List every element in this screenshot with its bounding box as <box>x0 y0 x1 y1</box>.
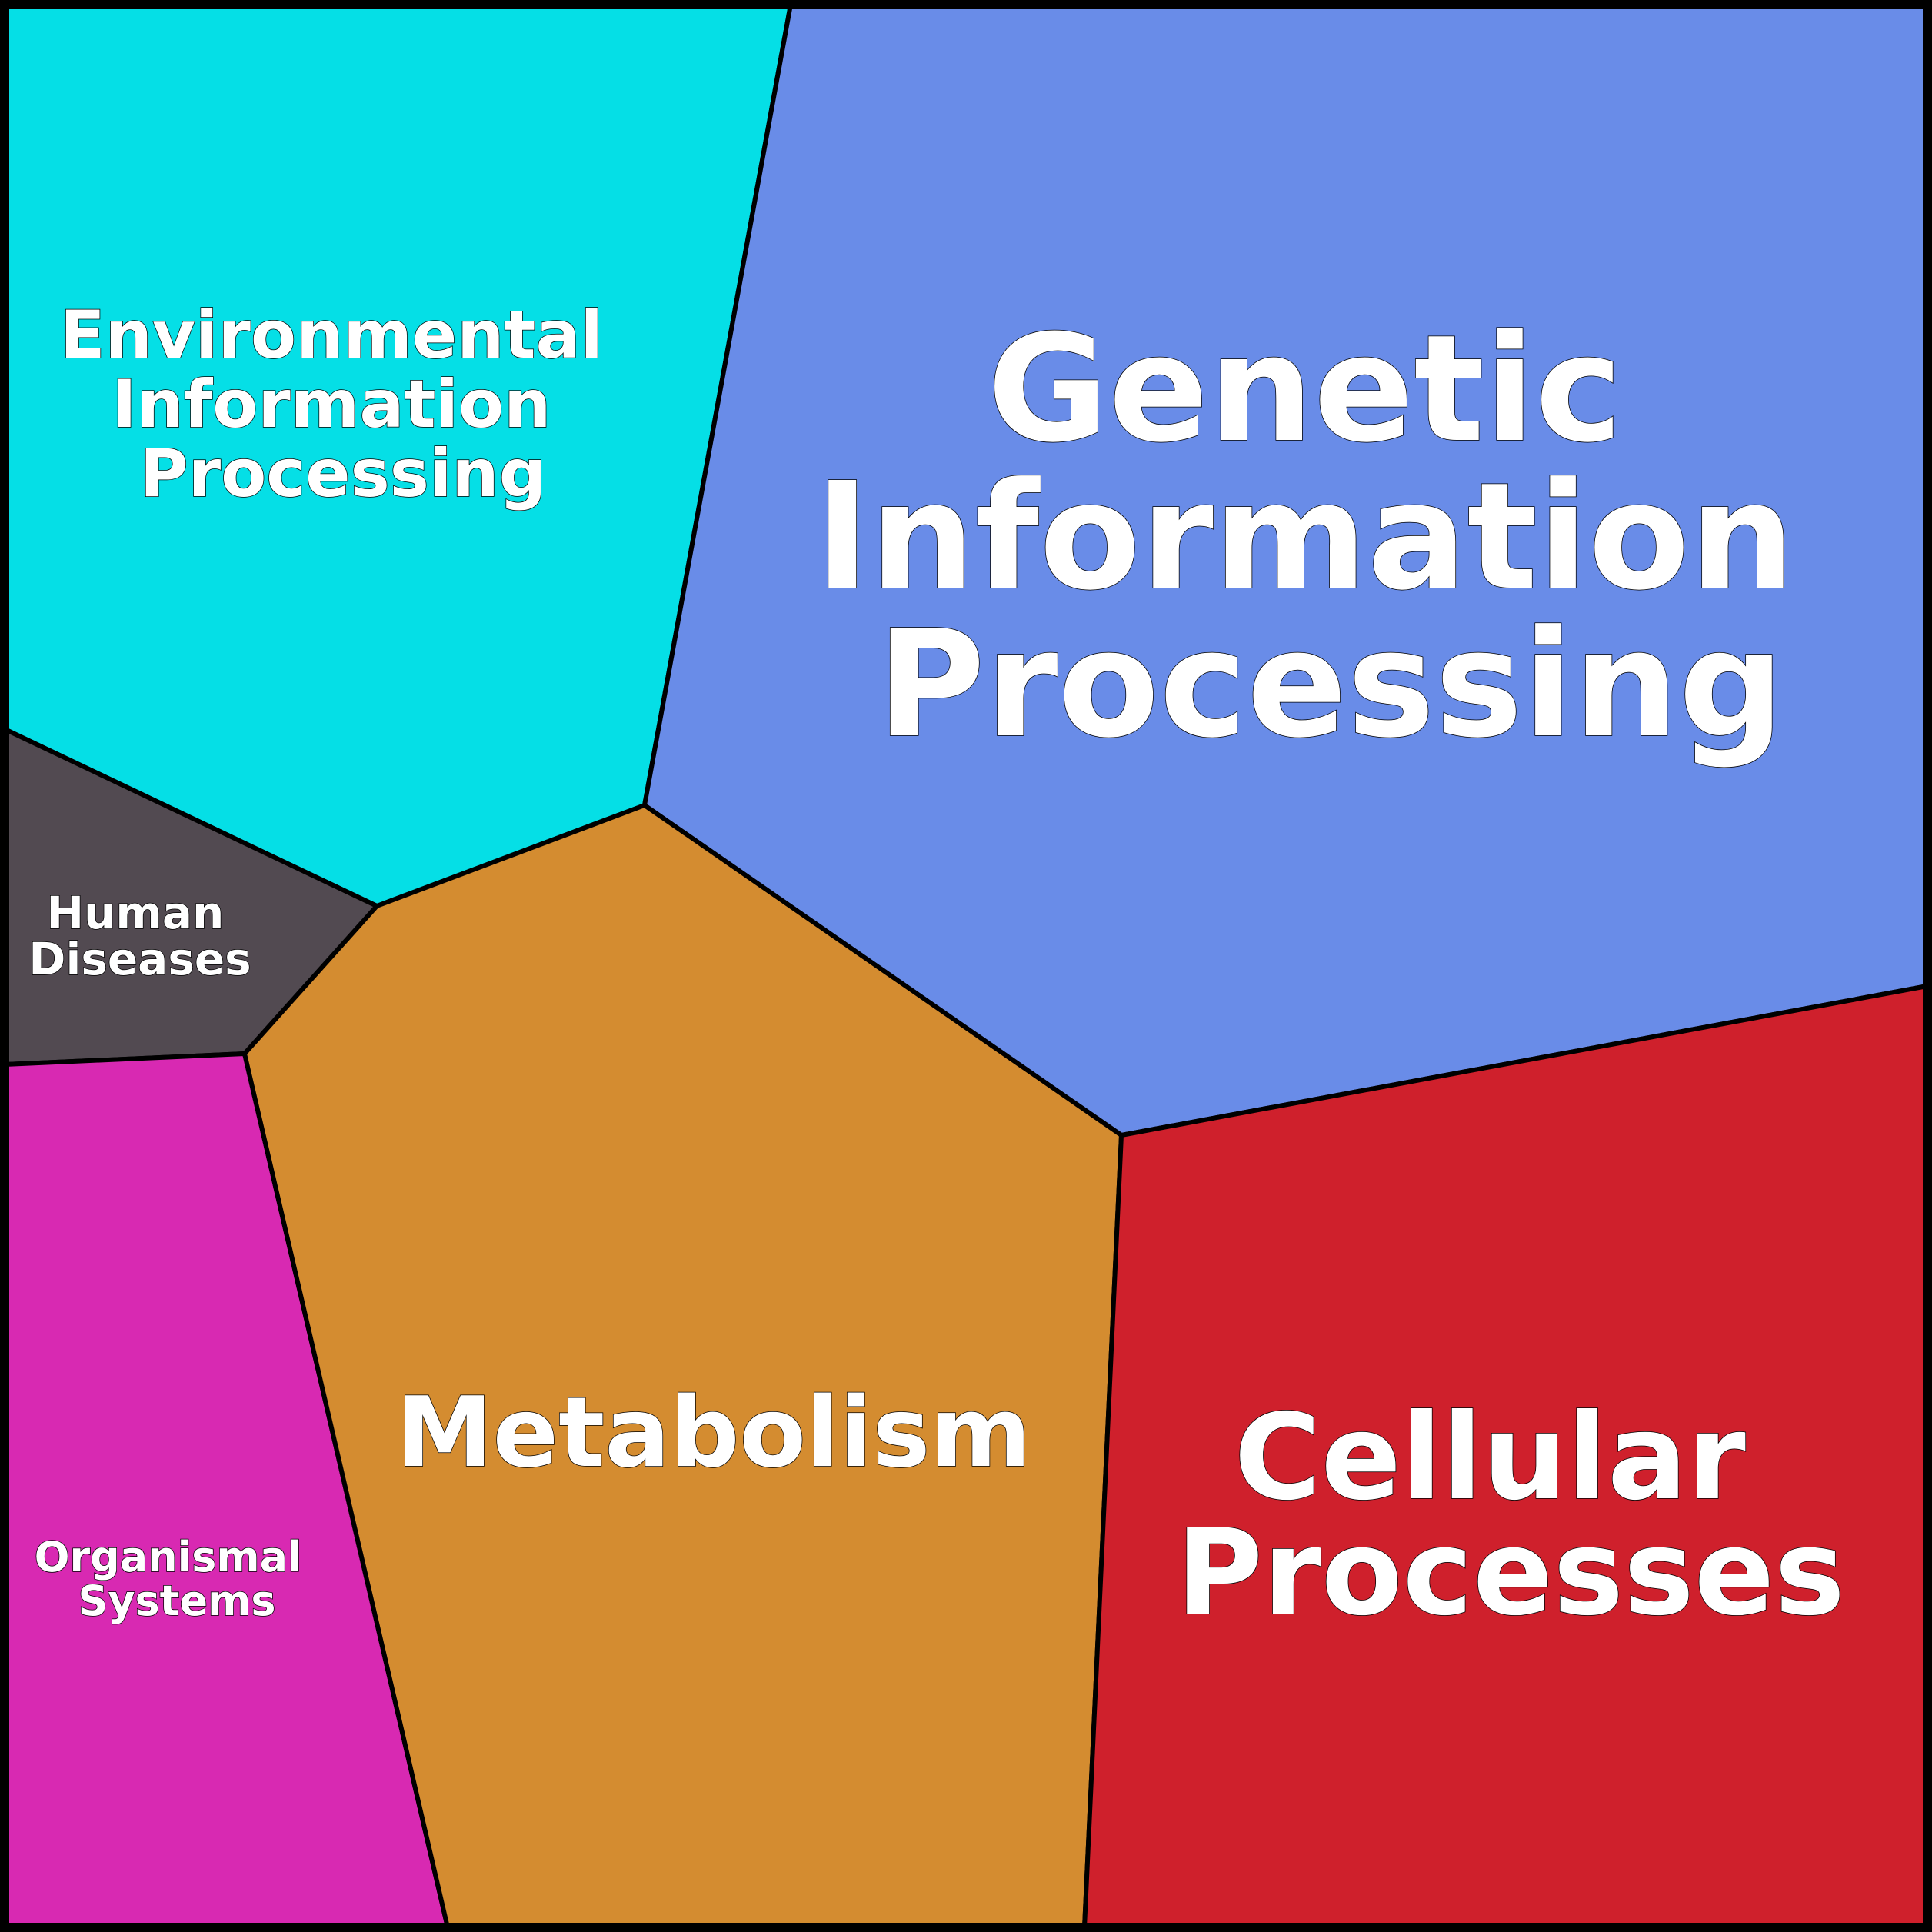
region-cellular-label: Cellular Processes <box>1176 1389 1845 1642</box>
region-cellular-label-line-2: Processes <box>1176 1504 1845 1642</box>
region-cellular-processes: Cellular Processes <box>1082 984 1930 1930</box>
region-cellular-label-line-1: Cellular <box>1234 1389 1746 1527</box>
region-human-label-line-1: Human <box>47 887 225 939</box>
region-genetic-label-line-3: Processing <box>877 599 1784 771</box>
region-metabolism-label: Metabolism <box>396 1376 1031 1489</box>
region-organismal-systems: Organismal Systems <box>2 1051 450 1930</box>
region-metabolism: Metabolism <box>242 803 1124 1930</box>
region-organismal-label-line-2: Systems <box>78 1577 275 1625</box>
region-environmental-label: Environmental Information Processing <box>60 297 626 512</box>
region-genetic-label: Genetic Information Processing <box>815 304 1847 771</box>
region-environmental-label-line-1: Environmental <box>60 297 603 374</box>
region-human-diseases: Human Diseases <box>2 727 379 1067</box>
region-organismal-label-line-1: Organismal <box>35 1533 302 1581</box>
region-environmental-information-processing: Environmental Information Processing <box>2 2 793 908</box>
region-organismal-label: Organismal Systems <box>35 1533 317 1625</box>
region-environmental-label-line-2: Information <box>112 366 551 443</box>
region-metabolism-label-line-1: Metabolism <box>396 1376 1031 1489</box>
region-genetic-label-line-1: Genetic <box>988 304 1623 475</box>
region-environmental-label-line-3: Processing <box>140 435 546 512</box>
region-genetic-label-line-2: Information <box>815 451 1795 623</box>
region-human-label: Human Diseases <box>28 887 251 985</box>
region-human-label-line-2: Diseases <box>28 933 251 985</box>
